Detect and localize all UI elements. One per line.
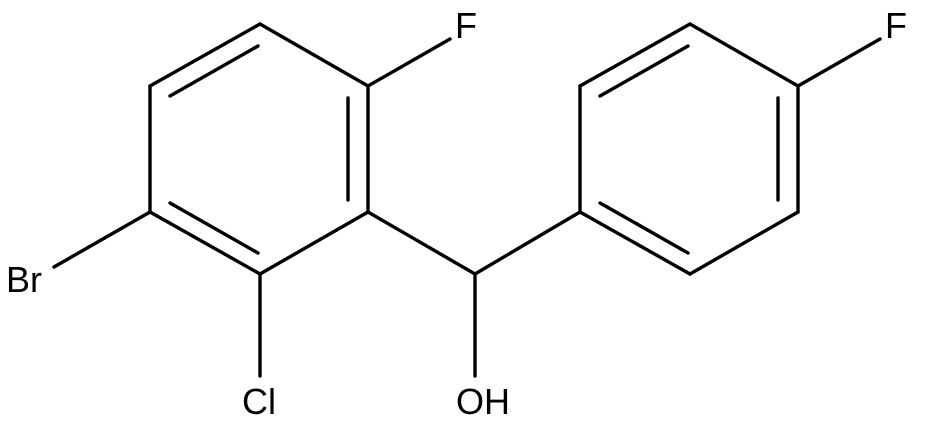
bond-ring-right-double-a: [598, 44, 690, 98]
atom-label-oh: OH: [456, 381, 510, 422]
bond-ring-left-double-a: [168, 44, 260, 98]
bond-ring-right-double-c: [598, 201, 690, 255]
bond-ring-right-4: [688, 210, 800, 276]
atom-label-f-right: F: [885, 5, 907, 46]
bond-ring-left-double-c: [168, 201, 260, 255]
bond-ring-right-2: [688, 22, 800, 88]
atom-label-f-left: F: [455, 5, 477, 46]
atom-label-cl: Cl: [242, 381, 276, 422]
bond-c-f-right: [796, 37, 882, 88]
ring-right: [578, 22, 800, 276]
bond-ch-to-ring-right: [473, 210, 582, 276]
bond-ring-left-4: [258, 210, 370, 276]
atom-label-br: Br: [6, 259, 42, 300]
bond-ring-right-1: [578, 22, 692, 88]
bond-ring-left-to-ch: [366, 210, 477, 276]
bond-c-f-left: [366, 37, 452, 88]
bond-ring-left-2: [258, 22, 370, 88]
bond-ring-left-1: [148, 22, 262, 88]
ring-left: [148, 22, 370, 276]
bond-ring-left-5: [148, 210, 262, 276]
bond-c-br: [52, 210, 152, 269]
bond-ring-right-5: [578, 210, 692, 276]
